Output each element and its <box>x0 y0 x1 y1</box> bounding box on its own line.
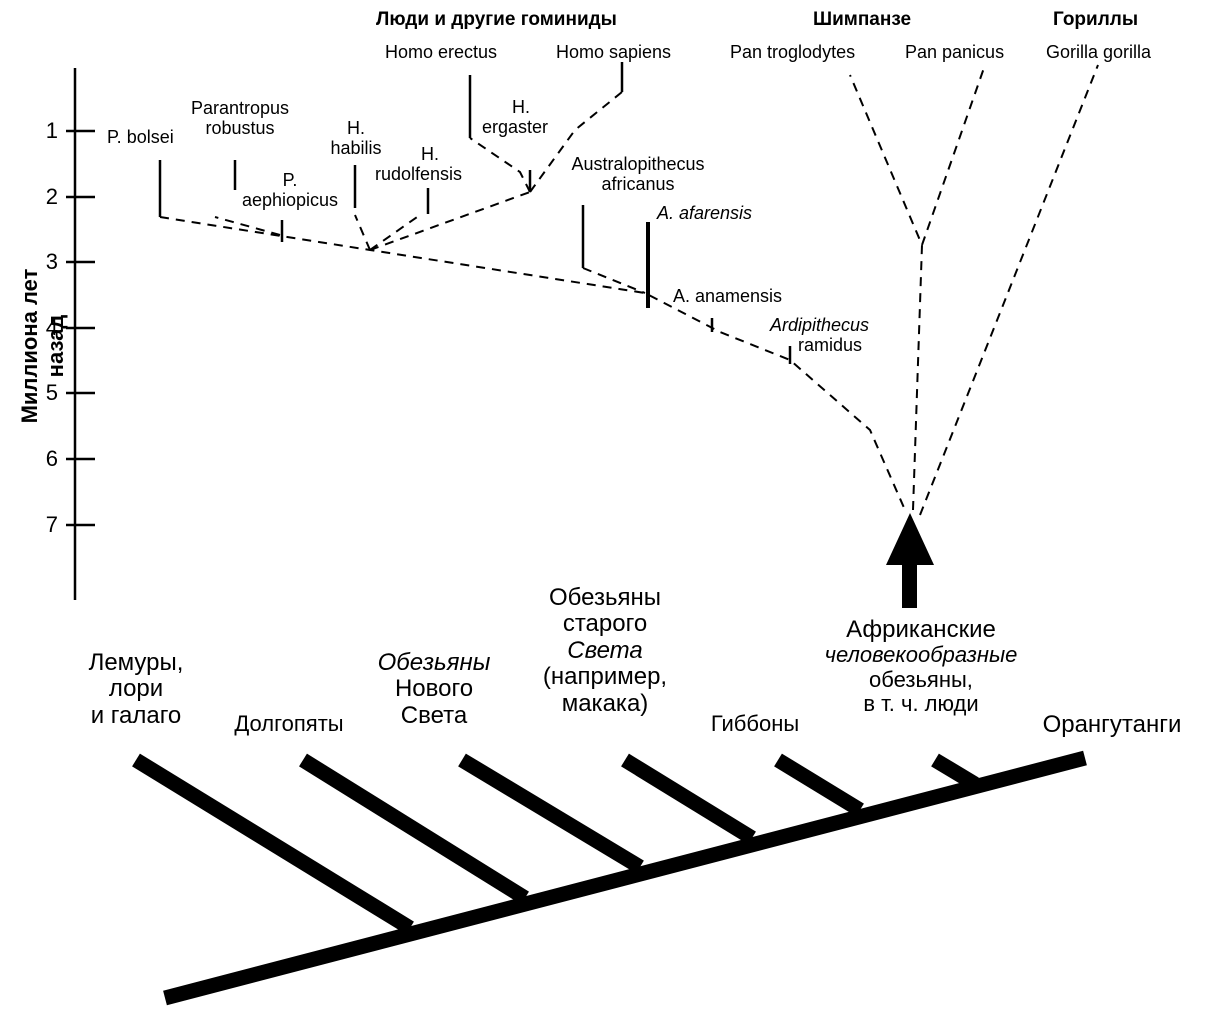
label-h-habilis: H.habilis <box>330 118 382 158</box>
fossil-range-bars <box>158 62 792 364</box>
primate-cladogram <box>132 750 1087 1006</box>
label-homo-sapiens: Homo sapiens <box>556 42 672 62</box>
label-pan-troglodytes: Pan troglodytes <box>730 42 856 62</box>
label-h-rudolfensis: H.rudolfensis <box>375 144 463 184</box>
y-tick-4: 4 <box>45 315 58 340</box>
group-humans: Люди и другие гоминиды <box>376 9 617 30</box>
group-chimps: Шимпанзе <box>813 9 912 30</box>
y-tick-1: 1 <box>45 118 58 143</box>
label-h-ergaster: H.ergaster <box>482 97 549 137</box>
y-tick-3: 3 <box>45 249 58 274</box>
african-apes-arrow <box>886 513 934 608</box>
y-tick-5: 5 <box>45 380 58 405</box>
y-tick-6: 6 <box>45 446 58 471</box>
label-orangutans: Орангутанги <box>1042 711 1182 738</box>
label-tarsiers: Долгопяты <box>234 711 344 736</box>
label-pan-panicus: Pan panicus <box>905 42 1005 62</box>
label-gibbons: Гиббоны <box>710 711 800 736</box>
hominid-dashed-lineages <box>159 91 906 511</box>
y-axis-ticks <box>66 129 95 527</box>
label-a-afarensis: A. afarensis <box>657 203 753 223</box>
label-a-anamensis: A. anamensis <box>673 286 783 306</box>
group-gorillas: Гориллы <box>1053 9 1139 30</box>
y-tick-2: 2 <box>45 184 58 209</box>
label-p-bolsei: P. bolsei <box>107 127 174 147</box>
y-tick-7: 7 <box>45 512 58 537</box>
ape-dashed-lineages <box>849 64 1099 516</box>
label-gorilla-gorilla: Gorilla gorilla <box>1046 42 1152 62</box>
label-p-aephiopicus: P.aephiopicus <box>241 170 339 210</box>
label-homo-erectus: Homo erectus <box>385 42 498 62</box>
